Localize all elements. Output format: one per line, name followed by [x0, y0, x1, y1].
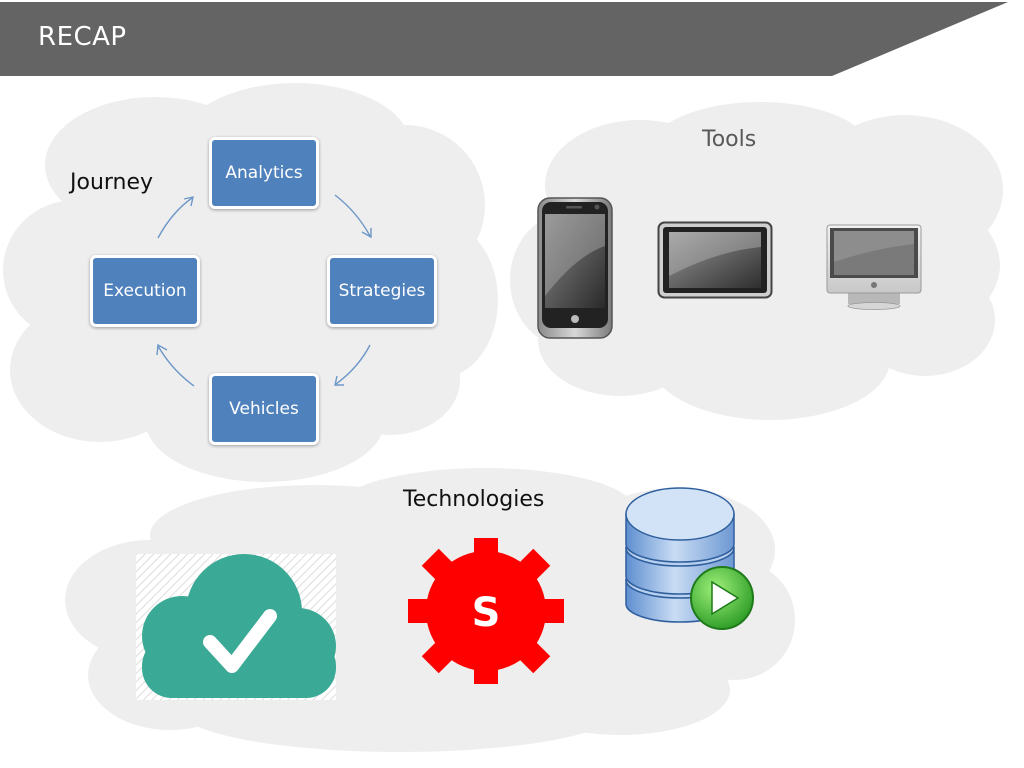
tablet-icon: [657, 221, 773, 299]
step-vehicles: Vehicles: [209, 373, 319, 445]
tools-label: Tools: [702, 127, 757, 152]
step-execution: Execution: [90, 255, 200, 327]
gear-letter: S: [472, 590, 501, 636]
arrow-analytics-to-strategies: [334, 194, 371, 237]
cloud-checkmark-icon: [136, 554, 336, 700]
database-play-icon: [625, 487, 754, 630]
arrow-execution-to-analytics: [157, 197, 193, 239]
journey-arrows: [156, 194, 372, 387]
header-bar: [0, 2, 1008, 76]
step-strategies: Strategies: [327, 255, 437, 327]
technologies-label: Technologies: [403, 487, 545, 512]
step-analytics: Analytics: [209, 137, 319, 209]
desktop-computer-icon: [826, 224, 922, 310]
arrow-vehicles-to-execution: [157, 345, 195, 387]
page-title: RECAP: [38, 22, 127, 52]
smartphone-icon: [537, 197, 613, 339]
red-gear-s-icon: S: [408, 538, 564, 684]
arrow-strategies-to-vehicles: [335, 344, 371, 385]
journey-label: Journey: [70, 170, 154, 195]
